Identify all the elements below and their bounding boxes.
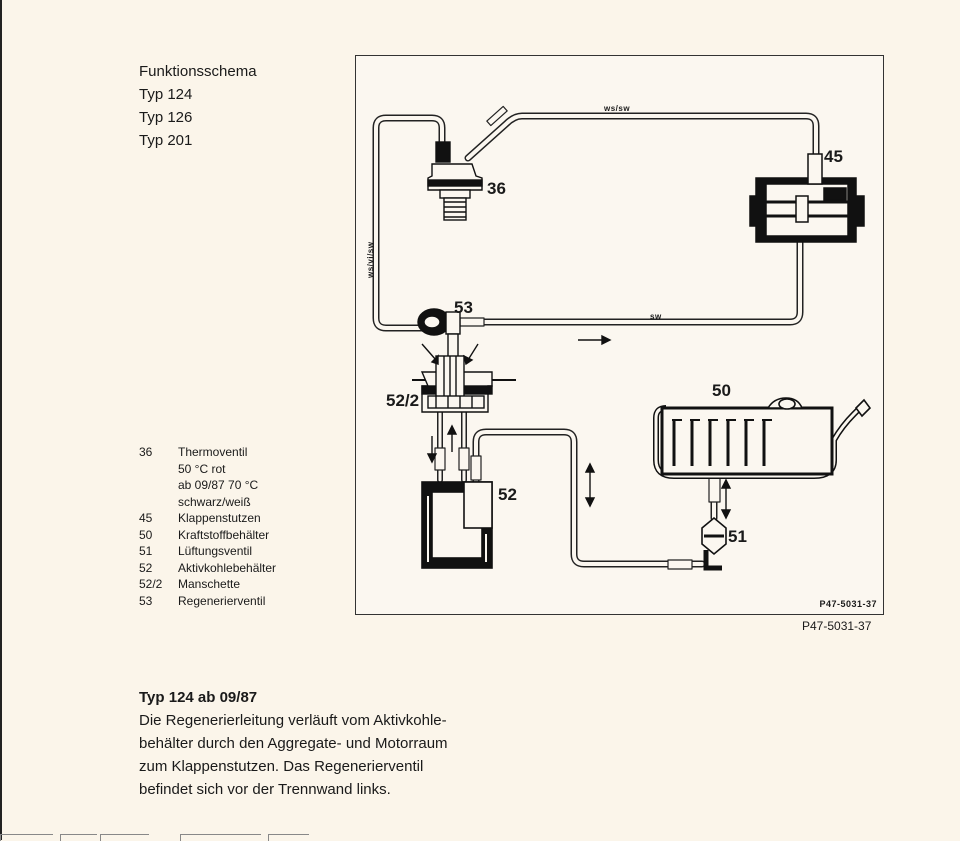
schema-title: Funktionsschema	[139, 63, 257, 80]
label-52: 52	[498, 485, 517, 504]
hose-36-45	[464, 112, 820, 170]
flow-arrows	[421, 334, 732, 520]
bottom-edge-strip	[0, 832, 320, 841]
hose-36-53	[372, 114, 446, 332]
note-section: Typ 124 ab 09/87 Die Regenerierleitung v…	[139, 686, 539, 801]
legend-item: 50 °C rot	[178, 461, 226, 476]
wire-color-bottom: sw	[650, 312, 662, 321]
note-heading: Typ 124 ab 09/87	[139, 689, 258, 706]
note-line: befindet sich vor der Trennwand links.	[139, 781, 391, 798]
function-diagram: 36 45 50 51 52 52/2 53 ws/sw ws/vi/sw sw…	[355, 55, 884, 615]
legend-item: schwarz/weiß	[178, 494, 251, 509]
manschette-52-2	[412, 355, 516, 413]
note-line: behälter durch den Aggregate- und Motorr…	[139, 735, 448, 752]
legend-item: ab 09/87 70 °C	[178, 478, 259, 492]
diagram-drawing	[372, 105, 872, 571]
arrow-down-right-icon	[467, 343, 479, 361]
klappenstutzen-45	[749, 153, 865, 243]
lueftungsventil-51	[701, 516, 727, 571]
label-36: 36	[487, 179, 506, 198]
kraftstoffbehaelter-50	[653, 397, 872, 479]
page-left-edge	[0, 0, 2, 840]
label-45: 45	[824, 147, 843, 166]
note-line: zum Klappenstutzen. Das Regenerierventil	[139, 758, 424, 775]
diagram-reference: P47-5031-37	[819, 599, 877, 609]
wire-color-left: ws/vi/sw	[366, 241, 375, 278]
label-52-2: 52/2	[386, 391, 420, 410]
note-line: Die Regenerierleitung verläuft vom Aktiv…	[139, 712, 447, 729]
thermoventil-36	[427, 141, 483, 221]
arrow-down-left-icon	[421, 343, 437, 361]
title-block: Funktionsschema Typ 124 Typ 126 Typ 201	[139, 60, 257, 152]
label-50: 50	[712, 381, 731, 400]
model-typ-201: Typ 201	[139, 132, 193, 149]
label-51: 51	[728, 527, 747, 546]
model-typ-124: Typ 124	[139, 86, 193, 103]
wire-color-top: ws/sw	[604, 104, 631, 113]
regenerierventil-53	[417, 308, 461, 363]
label-53: 53	[454, 298, 473, 317]
hose-53-45	[462, 232, 804, 326]
figure-reference: P47-5031-37	[802, 619, 872, 633]
model-typ-126: Typ 126	[139, 109, 193, 126]
aktivkohlebehaelter-52	[421, 481, 493, 569]
